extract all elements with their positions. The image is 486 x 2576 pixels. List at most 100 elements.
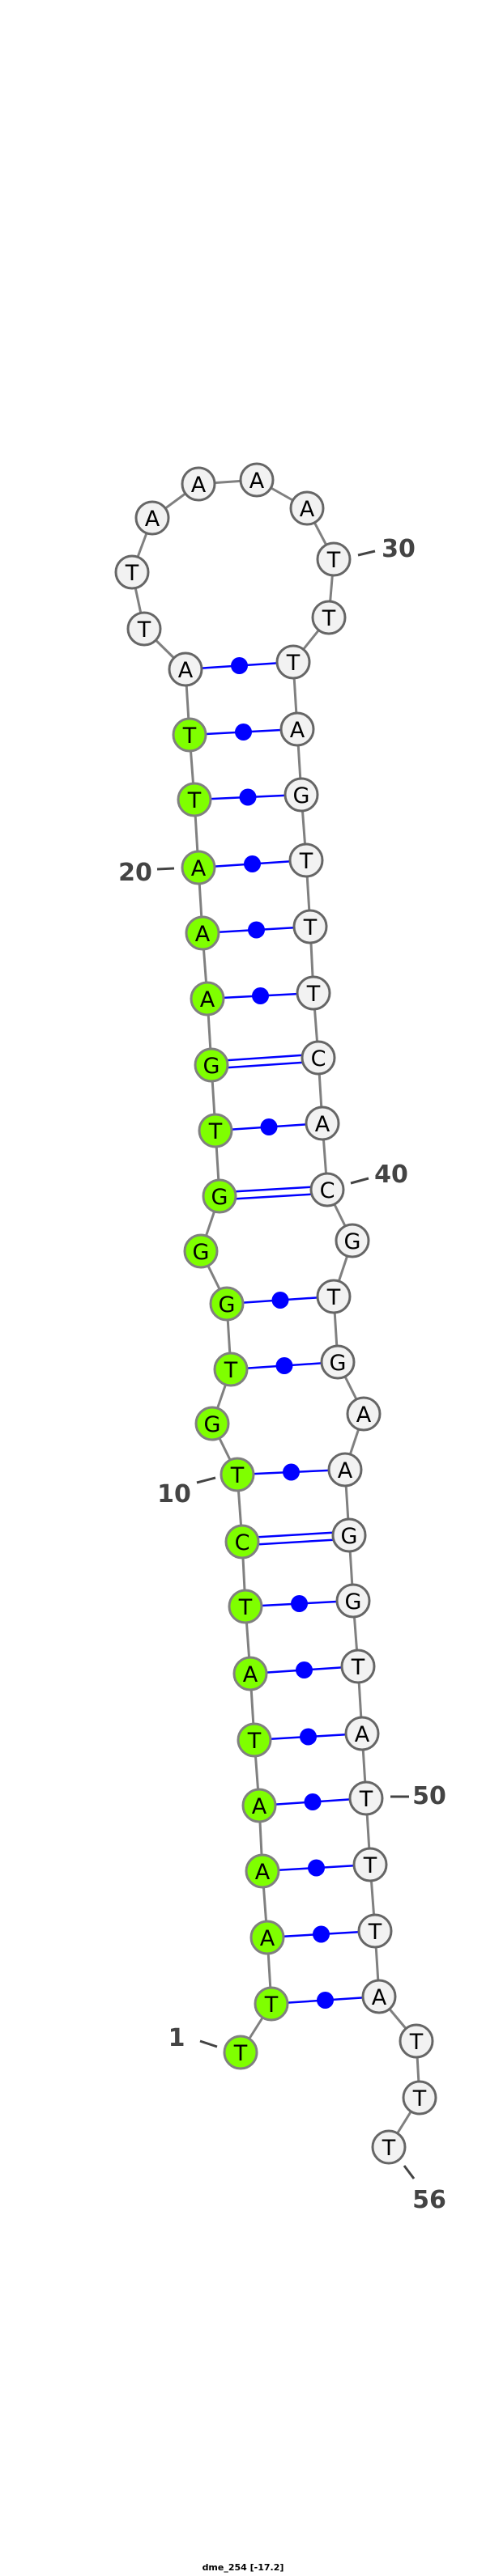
nucleotide-circle [311, 600, 347, 635]
nucleotide-15: G [202, 1178, 237, 1214]
base-pairs [201, 657, 364, 2009]
nucleotide-circle [202, 1178, 237, 1214]
label-tick [350, 1177, 369, 1185]
base-pair-dot [304, 1793, 322, 1810]
nucleotide-circle [305, 1106, 340, 1141]
nucleotide-circle [289, 490, 325, 526]
nucleotide-letter: G [211, 1185, 228, 1210]
nucleotide-letter: A [178, 658, 194, 683]
gc-pair-line [228, 1061, 303, 1069]
nucleotide-letter: G [193, 1240, 210, 1265]
nucleotide-circle [296, 975, 331, 1011]
nucleotide-letter: T [351, 1655, 365, 1680]
nucleotide-circle [316, 1279, 352, 1314]
nucleotide-13: G [209, 1286, 245, 1322]
base-pair-dot [291, 1595, 308, 1612]
nucleotide-5: A [241, 1788, 277, 1823]
nucleotide-8: T [228, 1589, 263, 1624]
nucleotide-letter: G [204, 1412, 221, 1437]
base-pair-dot [248, 921, 265, 939]
nucleotide-3: A [249, 1920, 285, 1955]
nucleotide-36: T [292, 909, 328, 944]
nucleotide-circle [279, 711, 315, 747]
nucleotide-letter: A [338, 1458, 353, 1483]
nucleotide-circle [361, 1979, 397, 2014]
nucleotide-circle [344, 1716, 380, 1751]
nucleotide-44: A [346, 1396, 382, 1432]
base-pair-dot [235, 724, 252, 741]
base-pair-dot [252, 987, 269, 1004]
nucleotide-4: A [245, 1853, 280, 1889]
nucleotide-28: A [239, 462, 275, 498]
gc-pair-line [235, 1186, 311, 1193]
nucleotide-letter: A [252, 1794, 267, 1819]
nucleotide-circle [232, 1656, 268, 1691]
nucleotide-49: A [344, 1716, 380, 1751]
nucleotide-letter: G [293, 783, 310, 808]
nucleotide-letter: G [219, 1292, 236, 1318]
nucleotide-circle [301, 1040, 336, 1076]
base-pair-dot [283, 1463, 300, 1481]
nucleotide-letter: T [326, 548, 341, 573]
nucleotide-17: G [194, 1047, 229, 1083]
nucleotide-letter: T [363, 1853, 377, 1878]
label-tick [357, 550, 376, 557]
nucleotide-circle [357, 1913, 393, 1949]
base-pair-dot [300, 1728, 317, 1746]
nucleotide-letter: T [238, 1595, 253, 1620]
gc-pair-line [258, 1538, 334, 1546]
base-pair-dot [244, 855, 261, 872]
gc-pair-line [227, 1054, 302, 1062]
position-label-50: 50 [412, 1782, 446, 1810]
nucleotide-letter: T [368, 1920, 382, 1945]
nucleotide-letter: C [320, 1178, 335, 1203]
nucleotide-circle [228, 1589, 263, 1624]
nucleotide-circle [346, 1396, 382, 1432]
nucleotide-20: A [181, 850, 216, 885]
nucleotide-7: A [232, 1656, 268, 1691]
nucleotide-circle [198, 1113, 233, 1148]
nucleotide-letter: T [264, 1992, 279, 2018]
nucleotide-circle [316, 541, 352, 577]
nucleotide-circle [245, 1853, 280, 1889]
nucleotide-letter: A [191, 856, 207, 881]
nucleotide-10: T [220, 1457, 255, 1492]
nucleotide-56: T [371, 2129, 407, 2165]
nucleotide-6: T [237, 1722, 272, 1758]
nucleotide-circle [114, 554, 150, 590]
nucleotide-letter: C [311, 1046, 326, 1072]
nucleotide-letter: A [355, 1722, 370, 1747]
nucleotide-circle [340, 1649, 376, 1684]
nucleotide-35: T [288, 842, 324, 878]
nucleotide-circle [213, 1352, 249, 1387]
nucleotide-29: A [289, 490, 325, 526]
nucleotide-circle [335, 1223, 370, 1258]
nucleotide-letter: T [247, 1729, 262, 1754]
nucleotide-letter: G [330, 1351, 347, 1376]
nucleotide-letter: T [224, 1358, 238, 1383]
nucleotide-27: A [181, 466, 216, 502]
nucleotide-circle [254, 1986, 289, 2022]
nucleotide-2: T [254, 1986, 289, 2022]
nucleotide-11: G [194, 1406, 230, 1441]
nucleotide-19: A [185, 915, 220, 951]
nucleotide-9: C [224, 1524, 260, 1560]
nucleotide-23: A [168, 651, 203, 687]
nucleotide-circle [335, 1583, 371, 1619]
nucleotide-14: G [183, 1233, 219, 1269]
nucleotide-letter: A [356, 1403, 372, 1428]
nucleotide-circle [288, 842, 324, 878]
nucleotide-letter: G [344, 1229, 361, 1254]
nucleotide-letter: T [299, 849, 313, 874]
nucleotide-circle [239, 462, 275, 498]
nucleotide-circle [399, 2023, 434, 2059]
base-pair-dot [239, 788, 257, 806]
nucleotide-48: T [340, 1649, 376, 1684]
nucleotide-24: T [126, 611, 162, 647]
nucleotide-37: T [296, 975, 331, 1011]
nucleotide-40: C [309, 1172, 345, 1207]
nucleotide-55: T [402, 2080, 437, 2116]
nucleotide-letter: T [359, 1787, 373, 1812]
